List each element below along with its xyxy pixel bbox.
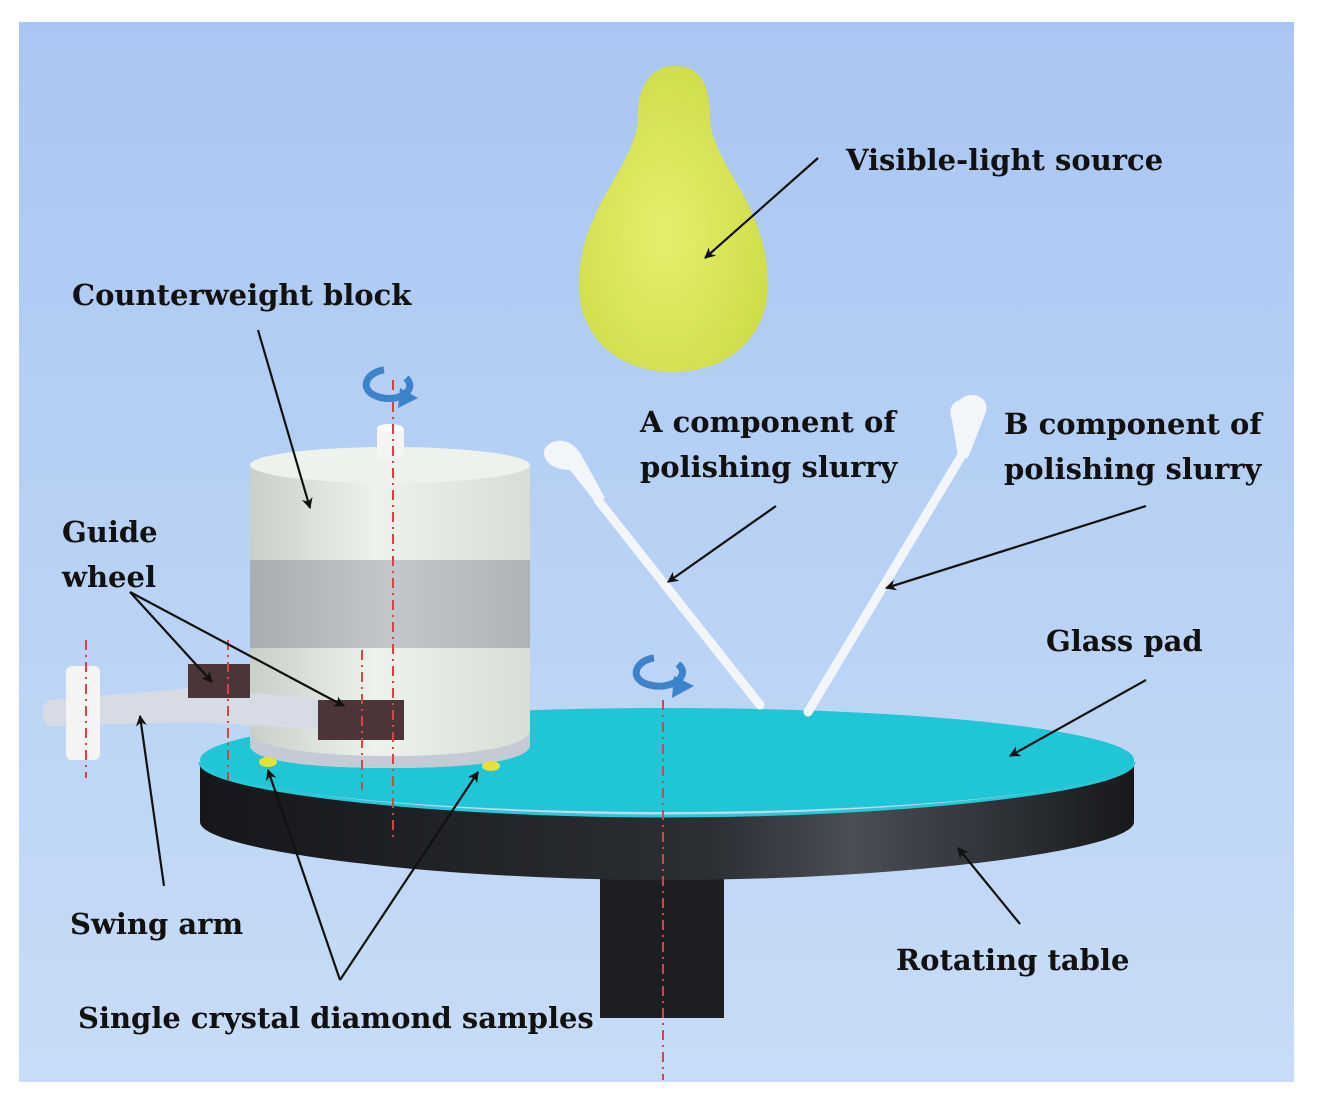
- rotation-arrow-block: [362, 366, 418, 408]
- arrow-guide-wheel-1: [129, 591, 213, 683]
- label-slurry-a-line2: polishing slurry: [640, 450, 898, 484]
- label-slurry-a-line1: A component of: [640, 405, 896, 439]
- label-guide-wheel-line2: wheel: [62, 560, 156, 594]
- swing-arm-pivot: [66, 666, 100, 760]
- guide-wheel: [188, 664, 250, 698]
- rotation-axes: [85, 380, 664, 1080]
- arrow-slurry-b: [884, 504, 1147, 591]
- arrow-counterweight: [256, 329, 313, 510]
- swing-arm: [42, 688, 330, 730]
- label-slurry-a: A component of polishing slurry: [640, 400, 897, 490]
- label-rotating-table: Rotating table: [896, 943, 1130, 977]
- rotating-table: [200, 762, 1134, 880]
- diamond-sample: [482, 761, 500, 771]
- diamond-sample: [259, 757, 277, 767]
- label-diamond-samples: Single crystal diamond samples: [78, 1001, 594, 1035]
- label-slurry-b-line1: B component of: [1004, 407, 1262, 441]
- callout-arrows: [129, 157, 1147, 981]
- arrow-guide-wheel-2: [129, 591, 345, 707]
- arrow-swing-arm: [135, 714, 166, 887]
- pipette-a: [544, 440, 765, 710]
- arrow-diamond-sample-1: [266, 768, 342, 981]
- label-slurry-b: B component of polishing slurry: [1004, 402, 1262, 492]
- label-guide-wheel: Guide wheel: [62, 510, 158, 600]
- rotation-arrow-table: [632, 654, 694, 698]
- visible-light-bulb: [578, 66, 769, 372]
- arrow-light-source: [704, 157, 819, 259]
- label-glass-pad: Glass pad: [1046, 624, 1203, 658]
- label-visible-light-source: Visible-light source: [846, 143, 1164, 177]
- glass-pad-edge: [198, 761, 1136, 818]
- label-slurry-b-line2: polishing slurry: [1004, 452, 1262, 486]
- label-guide-wheel-line1: Guide: [62, 515, 158, 549]
- arrow-rotating-table: [957, 847, 1021, 925]
- arrow-diamond-sample-2: [339, 771, 479, 981]
- label-counterweight-block: Counterweight block: [72, 278, 412, 312]
- arrow-slurry-a: [667, 505, 777, 583]
- arrow-glass-pad: [1009, 679, 1147, 757]
- label-swing-arm: Swing arm: [70, 907, 244, 941]
